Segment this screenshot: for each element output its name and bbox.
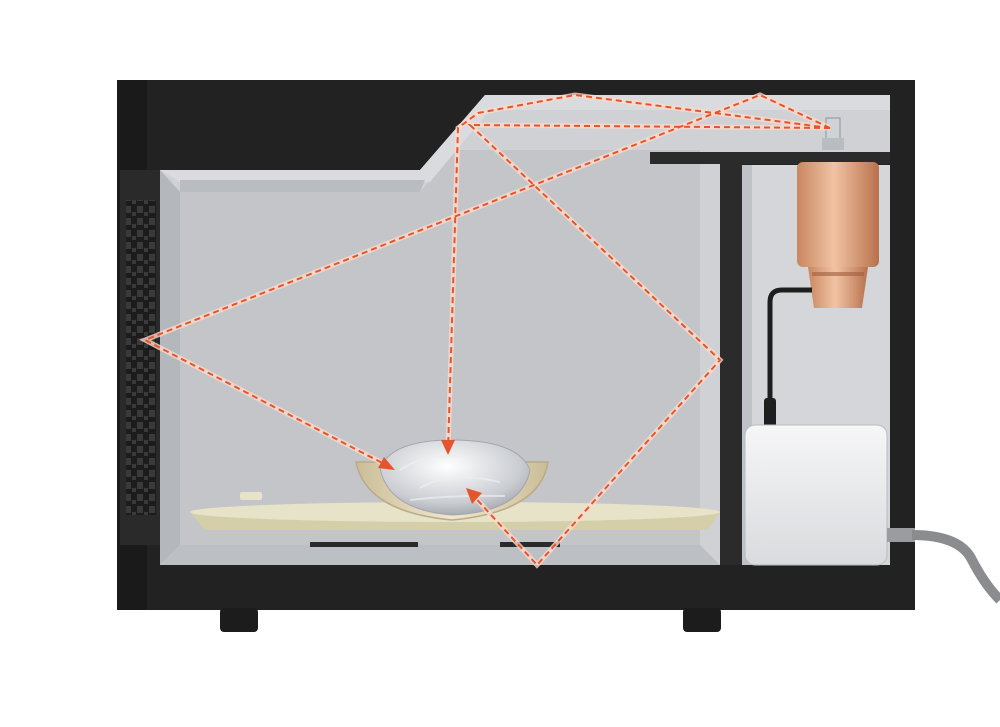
cooking-cavity — [160, 95, 890, 565]
food — [355, 439, 549, 521]
microwave-rays — [138, 92, 832, 569]
magnetron — [797, 117, 879, 308]
ray-arrowhead-1 — [378, 457, 395, 470]
perforated-grille-icon — [126, 200, 156, 515]
cable-connector — [764, 398, 776, 428]
food-bowl-icon — [355, 439, 549, 521]
power-supply-icon — [744, 424, 888, 566]
power-unit — [744, 424, 888, 566]
power-cord — [887, 528, 1000, 604]
magnetron-icon — [797, 117, 879, 308]
ray-arrowhead-2 — [441, 440, 455, 455]
ray-path-3 — [467, 123, 831, 567]
magnetron-cable — [767, 287, 812, 400]
ray-path-2 — [447, 93, 831, 451]
waveguide-icon — [650, 152, 890, 164]
ray-arrowhead-3 — [466, 488, 482, 504]
door-grille — [120, 170, 160, 545]
feet — [220, 608, 721, 632]
cable-icon — [911, 530, 1000, 604]
